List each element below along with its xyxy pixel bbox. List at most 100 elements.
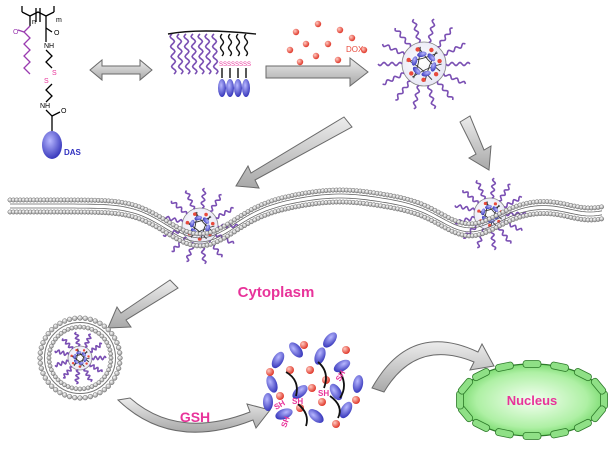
das-ellipse: [411, 56, 418, 66]
das-ellipse: [189, 219, 195, 228]
peg-arm: [503, 195, 523, 208]
lipid-head: [101, 387, 107, 393]
das-ellipse: [421, 70, 431, 77]
nuclear-envelope-segment: [457, 377, 474, 395]
nuclear-envelope-segment: [472, 418, 491, 432]
lipid-head: [57, 390, 63, 396]
dox-dots: [286, 20, 368, 66]
ss-label: SS: [227, 62, 235, 68]
peg-arm: [454, 204, 476, 212]
das-ellipse: [308, 409, 324, 423]
carbonyl-oxygen-label: O: [13, 29, 19, 36]
dox-molecule: [334, 56, 342, 64]
peg-arm: [426, 84, 437, 110]
peg-arm: [489, 177, 497, 199]
das-ellipse: [194, 215, 203, 221]
micelle-top-right: [377, 18, 471, 110]
reduced-chain: [329, 395, 341, 419]
lipid-head: [109, 331, 115, 337]
lipid-head: [599, 204, 604, 210]
dox-molecule: [75, 348, 78, 352]
peg-arm: [73, 331, 81, 347]
peg-arm: [61, 338, 74, 350]
das-ellipse: [76, 351, 82, 355]
polymer-chain: [169, 33, 177, 75]
peg-arm: [411, 18, 422, 44]
lipid-head: [92, 392, 98, 398]
peg-arm: [377, 61, 403, 67]
dox-molecule: [204, 212, 208, 217]
polymer-chain: [204, 33, 212, 75]
dox-molecule: [276, 392, 284, 400]
dox-molecule: [286, 46, 294, 54]
lipid-head: [228, 219, 234, 225]
peg-arm: [210, 193, 222, 212]
lipid-head: [235, 227, 241, 233]
lipid-head: [37, 350, 43, 356]
das-ellipse: [263, 393, 273, 411]
lipid-head: [73, 324, 79, 330]
lipid-head: [72, 315, 78, 321]
lipid-head: [62, 392, 68, 398]
lipid-head: [77, 395, 83, 401]
dox-molecule: [70, 354, 73, 357]
lipid-head: [40, 340, 46, 346]
lipid-head: [49, 343, 54, 349]
dox-molecule: [302, 40, 310, 48]
das-ellipse: [352, 375, 364, 393]
das-ellipse: [275, 408, 293, 420]
nuclear-envelope-segment: [522, 432, 542, 440]
das-ellipse: [83, 357, 87, 363]
lipid-head: [97, 390, 103, 396]
das-ellipse: [226, 79, 234, 97]
dox-molecule: [318, 398, 326, 406]
nucleus-arrow: [371, 341, 495, 393]
peg-arm: [215, 206, 234, 220]
lipid-head: [69, 325, 75, 331]
diagonal-arrow-left: [235, 116, 353, 189]
lipid-head: [89, 384, 95, 389]
nuclear-envelope-segment: [573, 368, 592, 382]
peg-arm: [443, 42, 466, 56]
linker-chain: [219, 33, 225, 57]
nucleus-label: Nucleus: [507, 393, 558, 408]
peg-arm: [89, 342, 103, 354]
lipid-head: [55, 333, 61, 339]
peg-arm: [499, 183, 511, 202]
das-ellipse: [242, 79, 250, 97]
lipid-head: [87, 316, 93, 322]
peg-arm: [475, 179, 487, 200]
lipid-head: [77, 324, 83, 330]
das-ellipse: [412, 66, 421, 75]
disulfide-s1: S: [52, 70, 57, 77]
reduced-chain: [317, 361, 327, 389]
lipid-head: [92, 318, 98, 324]
dox-molecule: [493, 202, 497, 206]
lipid-head: [117, 360, 123, 366]
dox-molecule: [483, 201, 487, 206]
peg-arm: [54, 349, 70, 357]
ss-label: SS: [235, 62, 243, 68]
lipid-head: [102, 374, 107, 380]
lipid-head: [77, 315, 83, 321]
peg-arm: [445, 61, 471, 67]
lipid-head: [45, 379, 51, 385]
nuclear-envelope-segment: [550, 428, 569, 439]
peg-arm: [89, 364, 103, 373]
carbonyl-oxygen-label-2: O: [54, 30, 60, 37]
lipid-head: [62, 328, 67, 334]
loading-arrow: [265, 56, 369, 88]
das-ellipse: [481, 208, 486, 216]
dox-molecule: [360, 46, 368, 54]
core-chains: [406, 46, 442, 82]
dox-molecule: [312, 52, 320, 60]
lipid-head: [108, 355, 114, 361]
lipid-head: [47, 363, 53, 369]
lipid-head: [46, 355, 52, 361]
peg-arm: [170, 200, 188, 215]
lipid-head: [99, 333, 105, 339]
peg-arm: [437, 27, 453, 48]
lipid-head: [97, 320, 103, 326]
dox-molecule: [286, 366, 294, 374]
